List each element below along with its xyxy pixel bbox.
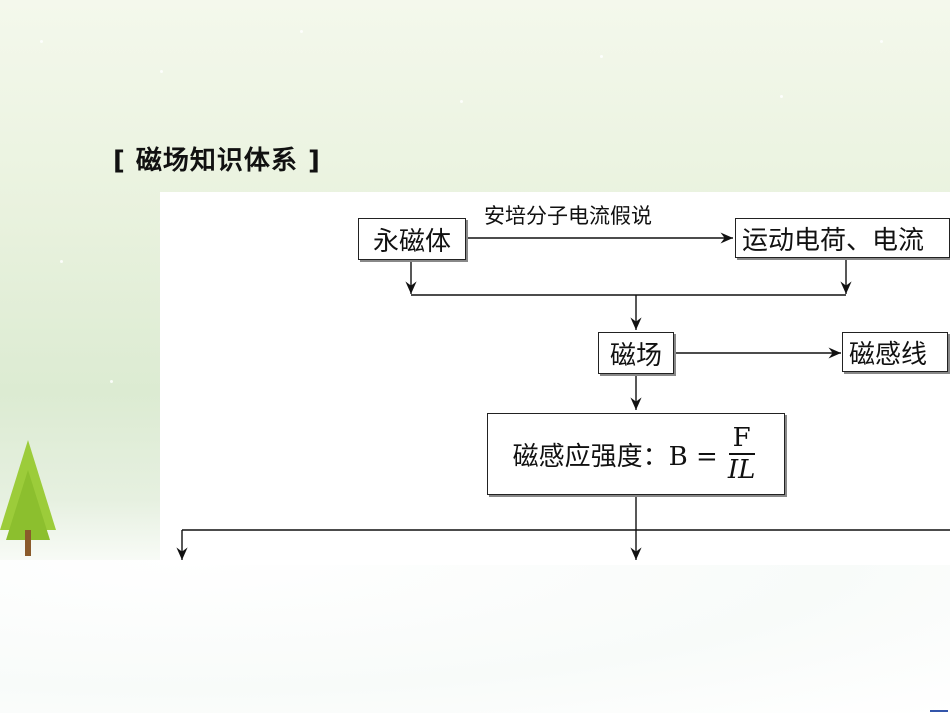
magnetic-field-box: 磁场 xyxy=(598,332,674,374)
permanent-magnet-box: 永磁体 xyxy=(358,218,466,260)
induction-numerator: F xyxy=(728,423,755,455)
snowflake xyxy=(600,55,603,58)
snowflake xyxy=(880,40,883,43)
snowflake xyxy=(40,40,43,43)
induction-fraction: F IL xyxy=(724,423,760,485)
snowflake xyxy=(110,380,113,383)
footer-mark xyxy=(930,710,948,712)
snowflake xyxy=(60,260,63,263)
snow-ground xyxy=(0,560,950,713)
moving-charge-box: 运动电荷、电流 xyxy=(735,218,950,258)
snowflake xyxy=(160,70,163,73)
page-title: [ 磁场知识体系 ] xyxy=(113,146,321,176)
snowflake xyxy=(460,100,463,103)
snowflake xyxy=(780,95,783,98)
induction-denominator: IL xyxy=(727,455,756,485)
field-lines-box: 磁感线 xyxy=(842,332,948,372)
magnetic-induction-box: 磁感应强度：B = F IL xyxy=(487,413,785,495)
induction-formula-prefix: 磁感应强度：B = xyxy=(512,441,718,472)
snowflake xyxy=(300,30,303,33)
ampere-hypothesis-label: 安培分子电流假说 xyxy=(484,204,652,228)
